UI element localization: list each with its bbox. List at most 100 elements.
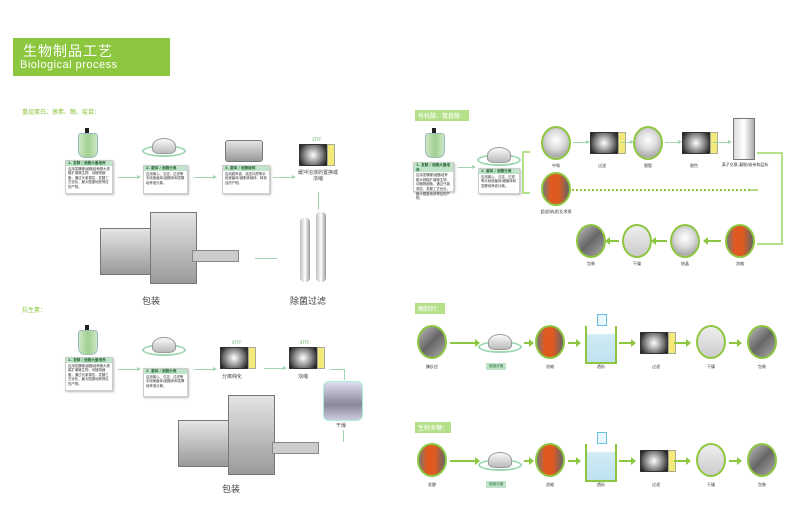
flow-arrow — [621, 140, 634, 144]
step-label: 过滤 — [652, 364, 660, 369]
flow-arrow — [343, 430, 344, 442]
title-banner: 生物制品工艺 Biological process — [13, 38, 170, 76]
step-label: 浓缩 — [546, 482, 554, 487]
process-step-photo — [417, 325, 447, 359]
section-title-organic-acid: 有机酸、氨基酸： — [415, 110, 470, 121]
step-label: 发酵 — [428, 482, 436, 487]
sterile-filter-icon — [316, 212, 326, 282]
step-text: 应用离心、沉淀、过滤等手段使菌体/细胞体和发酵培养液分离。 — [146, 374, 185, 388]
flow-arrow — [458, 165, 476, 169]
tff-face — [640, 450, 668, 472]
flow-arrow-left — [703, 237, 721, 245]
flow-arrow — [524, 339, 534, 347]
step-label: 中和 — [552, 163, 560, 168]
packaging-machine-icon — [150, 212, 197, 284]
ion-exchange-column-icon — [733, 118, 755, 160]
packaging-machine-icon — [100, 228, 157, 275]
centrifuge-icon — [478, 332, 522, 356]
tff-module-icon — [640, 332, 676, 354]
step-label: 干燥 — [633, 261, 641, 266]
step-text: 应用超声波、高压均质等手段使菌体/细胞体破碎，释放目的产物。 — [225, 171, 267, 185]
tff-label: 分离纯化 — [222, 374, 243, 380]
sterile-filter-icon — [300, 218, 310, 282]
flow-arrow — [665, 140, 682, 144]
tff-module-icon — [682, 132, 718, 154]
tff-face — [640, 332, 668, 354]
process-step-photo — [747, 443, 777, 477]
packaging-label: 包装 — [222, 485, 241, 495]
process-step-photo — [696, 325, 726, 359]
process-step-photo — [541, 126, 571, 160]
step-text: 应用发酵罐/细胞培养罐大规模扩增微生物、动植物细胞，通过代谢调控，发酵工艺优化，… — [416, 173, 450, 201]
dryer-label: 干燥 — [336, 423, 347, 429]
step-label: 过滤 — [598, 163, 606, 168]
dotted-flow-line — [572, 189, 750, 191]
step-label: 干燥 — [707, 482, 715, 487]
step-label: 过滤 — [652, 482, 660, 487]
conveyor-icon — [192, 250, 239, 262]
dome — [488, 452, 512, 468]
process-step-photo — [535, 443, 565, 477]
section-title-antibiotic: 抗生素： — [22, 307, 47, 314]
step-label: 透析 — [597, 364, 605, 369]
step-text: 应用发酵罐/细胞培养罐大规模扩增微生物、动植物细胞，通过代谢调控，发酵工艺优化，… — [68, 363, 110, 386]
process-step-photo — [535, 325, 565, 359]
flow-arrow-down — [318, 192, 319, 210]
process-step-photo — [576, 224, 606, 258]
fermenter-icon — [78, 325, 98, 355]
title-en: Biological process — [20, 59, 118, 71]
step-label-tag: 固液分离 — [486, 481, 507, 488]
flow-arrow — [674, 457, 691, 465]
tff-module-icon — [220, 347, 256, 369]
process-step-photo — [633, 126, 663, 160]
centrifuge-icon — [142, 335, 186, 359]
tff-label: 浓缩 — [298, 374, 309, 380]
tff-module-icon — [640, 450, 676, 472]
flow-arrow — [619, 339, 636, 347]
dialysis-beaker-icon — [585, 444, 617, 482]
process-step-photo — [725, 224, 755, 258]
step-text: 应用发酵罐/细胞培养罐大规模扩增微生物、动植物细胞，通过代谢调控，发酵工艺优化，… — [68, 166, 110, 189]
section-title-enzyme: 酶制剂： — [415, 303, 446, 314]
step-box-disruption: 3. 菌体 / 细胞破碎 应用超声波、高压均质等手段使菌体/细胞体破碎，释放目的… — [222, 165, 270, 194]
process-step-photo — [417, 443, 447, 477]
centrifuge-icon — [477, 145, 521, 169]
flow-arrow — [713, 140, 732, 144]
step-box-fermentation: 1. 发酵 / 细胞大量培养 应用发酵罐/细胞培养罐大规模扩增微生物、动植物细胞… — [65, 160, 113, 194]
flow-arrow — [330, 369, 345, 380]
flow-arrow — [568, 457, 581, 465]
sterile-filter-label: 除菌过滤 — [290, 297, 327, 307]
step-title: 2. 菌体 / 细胞分离 — [144, 369, 187, 374]
step-label: 浓缩 — [546, 364, 554, 369]
process-step-photo — [622, 224, 652, 258]
flow-arrow — [450, 339, 480, 347]
tff-module-icon — [299, 144, 335, 166]
step-label: 干燥 — [707, 364, 715, 369]
process-step-photo — [670, 224, 700, 258]
process-step-photo — [541, 172, 571, 206]
step-label: 脱色 — [690, 163, 698, 168]
step-title: 1. 发酵 / 细胞大量培养 — [414, 163, 453, 173]
step-label: 超滤/纳滤/反渗透 — [540, 209, 572, 214]
tff-label: 缓冲溶液的置换或浓缩 — [297, 170, 338, 182]
step-label-tag: 固液分离 — [486, 363, 507, 370]
flow-arrow — [619, 457, 636, 465]
step-title: 1. 发酵 / 细胞大量培养 — [66, 358, 112, 363]
flow-arrow — [194, 175, 217, 179]
flow-arrow-left — [651, 237, 667, 245]
tff-tag: 4TFF — [232, 340, 242, 345]
step-box-fermentation: 1. 发酵 / 细胞大量培养 应用发酵罐/细胞培养罐大规模扩增微生物、动植物细胞… — [65, 357, 113, 391]
step-label: 浓缩 — [736, 261, 744, 266]
step-box-separation: 2. 菌体 / 细胞分离 应用离心、沉淀、过滤等手段使菌体/细胞体和发酵培养液分… — [143, 165, 188, 194]
branch-connector — [522, 151, 530, 194]
cell-disruptor-icon — [225, 140, 263, 162]
packaging-machine-icon — [228, 395, 275, 475]
step-label: 离子交换,凝胶/或亲和层析 — [721, 162, 769, 167]
fermenter-icon — [425, 128, 445, 158]
step-title: 3. 菌体 / 细胞破碎 — [223, 166, 269, 171]
flow-arrow — [264, 366, 287, 370]
step-label: 包装 — [758, 364, 766, 369]
flow-arrow — [118, 367, 141, 371]
flow-arrow — [255, 258, 277, 259]
tff-side — [618, 132, 626, 154]
